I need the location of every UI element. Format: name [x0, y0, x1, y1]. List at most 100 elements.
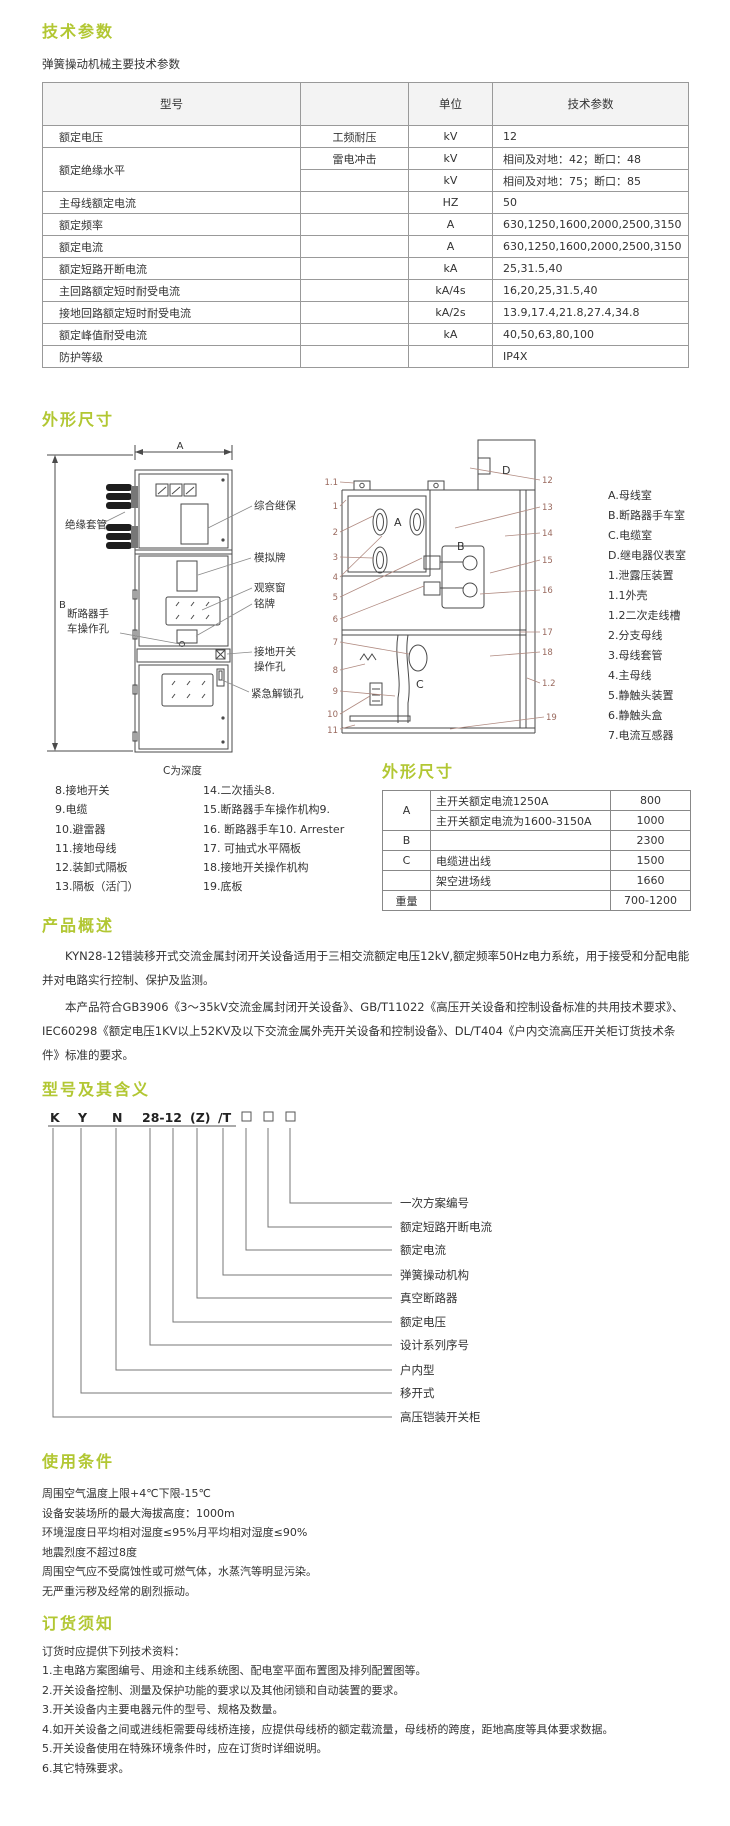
callout-3: 3 — [333, 553, 338, 563]
table-row: B 2300 — [382, 830, 691, 851]
table-row: 防护等级 IP4X — [42, 345, 689, 368]
table-row: 额定绝缘水平 雷电冲击 kV 相间及对地：42；断口：48 — [42, 147, 689, 192]
table-row: 架空进场线 1660 — [382, 870, 691, 891]
earth-switch-hole-label-1: 接地开关 — [254, 645, 296, 658]
table-row: 重量 700-1200 — [382, 890, 691, 911]
parts-item: 18.接地开关操作机构 — [203, 861, 309, 875]
table-row: 额定电流 A 630,1250,1600,2000,2500,3150 — [42, 235, 689, 258]
nameplate-label: 铭牌 — [254, 597, 275, 610]
callout-6: 6 — [333, 615, 338, 625]
table-row: 额定电压 工频耐压 kV 12 — [42, 125, 689, 148]
parts-item: 17. 可抽式水平隔板 — [203, 841, 301, 855]
col-header-unit: 单位 — [408, 82, 493, 126]
compartment-b-letter: B — [457, 540, 465, 553]
overview-paragraph-1: KYN28-12错装移开式交流金属封闭开关设备适用于三相交流额定电压12kV,额… — [42, 949, 690, 987]
model-label-withdrawable: 移开式 — [400, 1386, 435, 1400]
relay-label: 综合继保 — [254, 499, 296, 512]
ordering-items: 1.主电路方案图编号、用途和主线系统图、配电室平面布置图及排列配置图等。2.开关… — [42, 1661, 702, 1778]
parts-list-left: 8.接地开关 9.电缆 10.避雷器 11.接地母线 12.装卸式隔板 13.隔板（活门） — [55, 781, 139, 897]
model-label-indoor-type: 户内型 — [400, 1363, 435, 1377]
earth-switch-hole-label-2: 操作孔 — [254, 660, 286, 673]
usage-line: 周围空气温度上限+4℃下限-15℃ — [42, 1487, 211, 1500]
table-row: 主回路额定短时耐受电流 kA/4s 16,20,25,31.5,40 — [42, 279, 689, 302]
ordering-intro: 订货时应提供下列技术资料： — [42, 1645, 185, 1658]
parts-item: 11.接地母线 — [55, 841, 117, 855]
parts-item: 14.二次插头8. — [203, 784, 275, 797]
model-label-spring-mechanism: 弹簧操动机构 — [400, 1268, 469, 1282]
legend-item: 1.1外壳 — [608, 589, 648, 602]
legend-item: 6.静触头盒 — [608, 709, 663, 722]
callout-9: 9 — [333, 687, 338, 697]
tech-params-heading: 技术参数 — [42, 22, 115, 41]
outline-heading: 外形尺寸 — [42, 410, 115, 429]
model-heading: 型号及其含义 — [42, 1080, 151, 1099]
callout-4: 4 — [333, 573, 338, 583]
dim-b-label: B — [59, 600, 66, 611]
model-label-armored-switchgear: 高压铠装开关柜 — [400, 1410, 481, 1424]
table-row: kV 相间及对地：75；断口：85 — [43, 169, 689, 192]
table-row: 额定短路开断电流 kA 25,31.5,40 — [42, 257, 689, 280]
table-row: C 电缆进出线 1500 — [382, 850, 691, 871]
callout-10: 10 — [327, 710, 338, 720]
table-row: 接地回路额定短时耐受电流 kA/2s 13.9,17.4,21.8,27.4,3… — [42, 301, 689, 324]
bushing-shapes — [106, 484, 138, 549]
col-header-param: 技术参数 — [492, 82, 689, 126]
legend-item: 2.分支母线 — [608, 629, 663, 642]
legend-item: 1.2二次走线槽 — [608, 609, 681, 622]
usage-line: 地震烈度不超过8度 — [42, 1545, 137, 1559]
legend-item: 7.电流互感器 — [608, 729, 674, 742]
legend-item: 3.母线套管 — [608, 649, 663, 662]
model-label-vacuum-breaker: 真空断路器 — [400, 1291, 458, 1305]
ordering-item: 6.其它特殊要求。 — [42, 1761, 130, 1775]
callout-7: 7 — [333, 638, 338, 648]
legend-item: B.断路器手车室 — [608, 509, 686, 522]
callout-1: 1 — [333, 502, 338, 512]
dimensions-heading: 外形尺寸 — [382, 762, 455, 781]
model-label-scheme: 一次方案编号 — [400, 1196, 469, 1210]
model-label-rated-voltage: 额定电压 — [400, 1315, 446, 1329]
model-label-design-series: 设计系列序号 — [400, 1338, 469, 1352]
parts-item: 13.隔板（活门） — [55, 880, 139, 894]
tech-params-table: 型号 单位 技术参数 额定电压 工频耐压 kV 12 额定绝缘水平 雷电冲击 k… — [42, 82, 689, 368]
table-row: 额定峰值耐受电流 kA 40,50,63,80,100 — [42, 323, 689, 346]
callout-14: 14 — [542, 529, 553, 539]
bushing-label: 绝缘套管 — [65, 518, 107, 531]
ordering-item: 5.开关设备使用在特殊环境条件时，应在订货时详细说明。 — [42, 1742, 328, 1755]
usage-line: 设备安装场所的最大海拔高度：1000m — [42, 1506, 235, 1520]
callout-2: 2 — [333, 528, 338, 538]
legend-item: D.继电器仪表室 — [608, 549, 686, 562]
breaker-hole-label-1: 断路器手 — [67, 607, 109, 620]
callout-1-2: 1.2 — [542, 679, 556, 689]
callout-8: 8 — [333, 666, 338, 676]
model-label-breaking-current: 额定短路开断电流 — [400, 1220, 492, 1234]
legend-item: 5.静触头装置 — [608, 689, 674, 702]
dim-a-label: A — [177, 441, 184, 452]
legend-item: 4.主母线 — [608, 669, 652, 682]
mimic-board-label: 模拟牌 — [254, 551, 286, 564]
callout-13: 13 — [542, 503, 553, 513]
usage-line: 无严重污秽及经常的剧烈振动。 — [42, 1584, 196, 1598]
model-label-rated-current: 额定电流 — [400, 1243, 446, 1257]
parts-list-right: 14.二次插头8.15.断路器手车操作机构9.16. 断路器手车10. Arre… — [203, 781, 344, 897]
parts-item: 8.接地开关 — [55, 784, 110, 797]
depth-note: C为深度 — [163, 764, 202, 777]
callout-1-1: 1.1 — [324, 478, 338, 488]
ordering-heading: 订货须知 — [42, 1614, 115, 1633]
parts-item: 12.装卸式隔板 — [55, 861, 128, 875]
side-view-drawing: A B C D 1.1 1 2 3 4 5 6 7 8 9 10 11 12 — [320, 398, 560, 747]
model-connector-lines — [52, 1128, 392, 1418]
col-header-model: 型号 — [42, 82, 301, 126]
legend-item: 1.泄露压装置 — [608, 569, 674, 582]
table-header-row: 型号 单位 技术参数 — [42, 82, 689, 126]
parts-item: 19.底板 — [203, 880, 243, 894]
usage-line: 周围空气应不受腐蚀性或可燃气体，水蒸汽等明显污染。 — [42, 1565, 317, 1578]
compartment-c-letter: C — [416, 678, 424, 691]
legend-item: C.电缆室 — [608, 529, 653, 542]
legend-item: A.母线室 — [608, 489, 652, 502]
parts-item: 9.电缆 — [55, 803, 88, 817]
callout-16: 16 — [542, 586, 553, 596]
parts-item: 10.避雷器 — [55, 822, 106, 836]
